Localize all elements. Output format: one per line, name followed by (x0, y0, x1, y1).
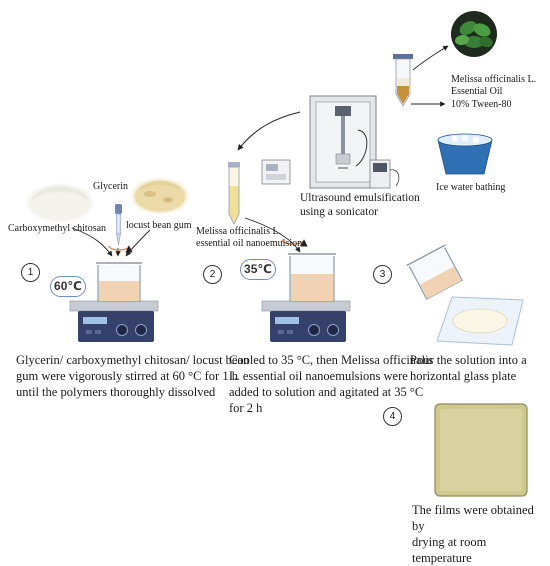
magnetic-stirrer-1 (69, 300, 159, 342)
step-number-2: 2 (203, 265, 222, 284)
nanoemulsion-tube (228, 162, 240, 225)
diagram-artwork (22, 11, 528, 497)
dried-film (434, 403, 528, 497)
magnetic-stirrer-2 (261, 300, 351, 342)
beaker-2 (288, 253, 336, 302)
locust-bean-gum-label: locust bean gum (126, 220, 192, 231)
temperature-badge-step2: 35℃ (240, 259, 276, 280)
temperature-badge-step1: 60℃ (50, 276, 86, 297)
ice-bucket (437, 133, 493, 175)
nanoemulsion-label-line2: essential oil nanoemulsion (196, 238, 303, 249)
chiller-unit (369, 159, 400, 189)
step1-ingredient-arrows (71, 227, 151, 257)
essential-oil-label: Melissa officinalis L. Essential Oil (451, 74, 536, 98)
step4-line: drying at room temperature (412, 535, 487, 565)
top-right-arrows (411, 45, 449, 107)
carboxymethyl-chitosan-powder (22, 181, 98, 225)
essential-oil-label-line2: Essential Oil (451, 86, 503, 97)
nanoemulsion-label-line1: Melissa officinalis L. (196, 226, 282, 237)
tween-label: 10% Tween-80 (451, 99, 512, 110)
glass-plate (436, 296, 524, 346)
sonicator-label-line2: using a sonicator (300, 206, 378, 218)
step2-line: Cooled to 35 °C, then Melissa officinali… (229, 353, 434, 367)
step3-line: horizontal glass plate (410, 369, 517, 383)
step2-description: Cooled to 35 °C, then Melissa officinali… (229, 352, 469, 416)
step2-line: L. essential oil nanoemulsions were (229, 369, 408, 383)
step1-line: gum were vigorously stirred at 60 °C for… (16, 369, 238, 383)
step-number-1: 1 (21, 263, 40, 282)
sonicator-generator (261, 159, 291, 185)
sonicator-label: Ultrasound emulsification using a sonica… (300, 191, 420, 219)
step2-arrows (244, 217, 301, 253)
stir-arrows-step2 (281, 239, 308, 247)
carboxymethyl-chitosan-label: Carboxymethyl chitosan (8, 223, 107, 234)
step3-line: Pour the solution into a (410, 353, 527, 367)
beaker-1 (96, 262, 142, 302)
step4-description: The films were obtained by drying at roo… (412, 502, 548, 566)
step1-line: until the polymers thoroughly dissolved (16, 385, 216, 399)
step4-line: The films were obtained by (412, 503, 534, 533)
sonicator (309, 95, 377, 189)
melissa-leaves (451, 11, 497, 57)
oil-tube (393, 54, 413, 107)
step1-line: Glycerin/ carboxymethyl chitosan/ locust… (16, 353, 250, 367)
stir-arrows-step1 (108, 245, 133, 253)
glycerin-dropper (115, 204, 122, 246)
sonicator-to-tube-arrow (237, 111, 301, 151)
sonicator-label-line1: Ultrasound emulsification (300, 192, 420, 204)
step-number-3: 3 (373, 265, 392, 284)
step2-line: for 2 h (229, 401, 263, 415)
glycerin-label: Glycerin (93, 181, 128, 192)
ice-water-label: Ice water bathing (436, 182, 506, 193)
step3-description: Pour the solution into a horizontal glas… (410, 352, 550, 384)
locust-bean-gum-powder (128, 176, 192, 216)
step1-description: Glycerin/ carboxymethyl chitosan/ locust… (16, 352, 256, 400)
step2-line: added to solution and agitated at 35 °C (229, 385, 424, 399)
pouring-beaker (406, 244, 463, 300)
nanoemulsion-label: Melissa officinalis L. essential oil nan… (196, 226, 302, 250)
essential-oil-label-line1: Melissa officinalis L. (451, 74, 537, 85)
step-number-4: 4 (383, 407, 402, 426)
